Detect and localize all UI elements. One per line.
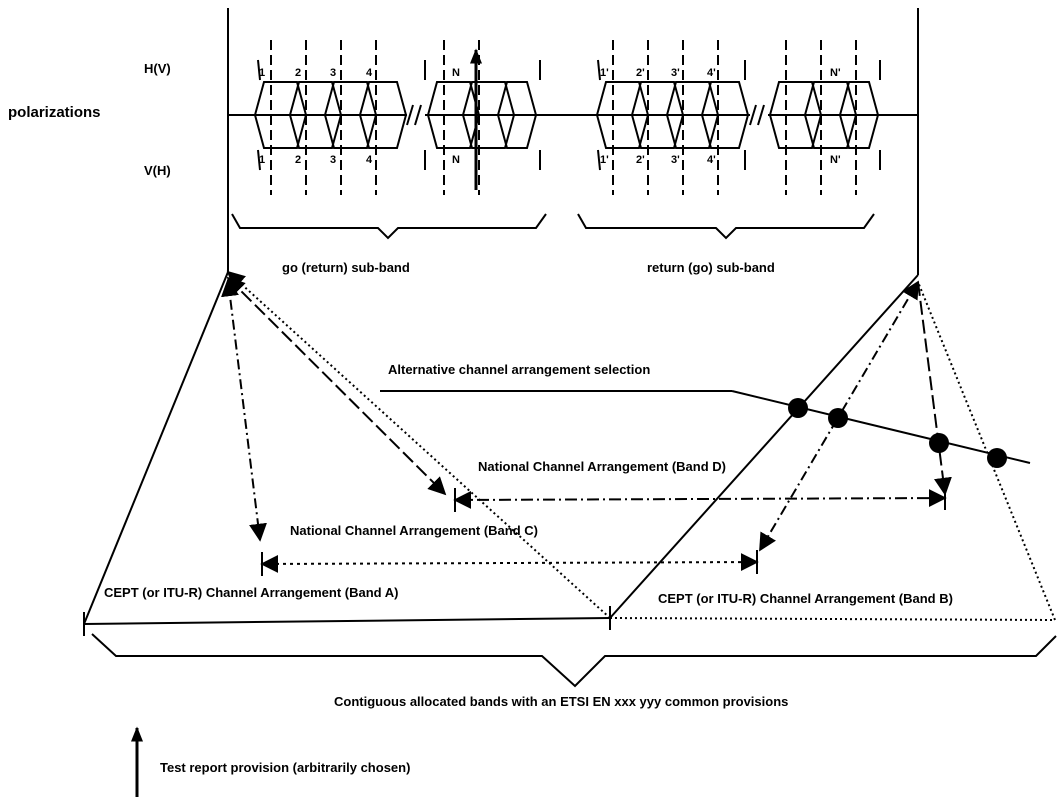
axis-break-mark	[749, 104, 757, 126]
selection-dot	[987, 448, 1007, 468]
channel-label: 3'	[671, 154, 680, 166]
channel-label: 2	[295, 67, 301, 79]
channel-top-ticks	[257, 59, 881, 171]
channel-label: 1'	[600, 67, 609, 79]
channel-label: 2'	[636, 154, 645, 166]
contiguous-bands-brace	[91, 633, 1057, 688]
channel-label: N	[452, 154, 460, 166]
channel-label: 1	[259, 154, 265, 166]
channel-hexagon	[838, 81, 880, 149]
band-d-line	[453, 489, 947, 509]
return-subband-label: return (go) sub-band	[647, 260, 775, 275]
band-b-label: CEPT (or ITU-R) Channel Arrangement (Ban…	[658, 591, 953, 606]
return-subband-brace	[577, 213, 875, 240]
band-a-label: CEPT (or ITU-R) Channel Arrangement (Ban…	[104, 585, 398, 600]
band-d-right-link	[917, 281, 952, 496]
band-d-left-link	[226, 276, 447, 496]
channel-hexagon	[700, 81, 750, 149]
selection-dot	[929, 433, 949, 453]
alternative-selection-line-slope	[731, 390, 1031, 464]
channel-label: 4'	[707, 154, 716, 166]
axis-break-mark	[757, 104, 765, 126]
channel-hexagon	[461, 81, 516, 149]
band-b-dotted-link-right	[917, 281, 1056, 621]
channel-label: 2'	[636, 67, 645, 79]
band-a-to-subband-link	[83, 271, 229, 625]
band-c-line	[260, 553, 759, 573]
band-d-label: National Channel Arrangement (Band D)	[478, 459, 726, 474]
alternative-selection-label: Alternative channel arrangement selectio…	[388, 362, 650, 377]
go-channel-numbers-top: 1 2 3 4 N	[259, 67, 460, 79]
polarization-bottom-label: V(H)	[144, 163, 171, 178]
band-c-label: National Channel Arrangement (Band C)	[290, 523, 538, 538]
channel-label: 1	[259, 67, 265, 79]
band-b-to-subband-link	[609, 274, 919, 619]
channel-label: 4	[366, 154, 373, 166]
band-c-left-link	[221, 278, 267, 542]
channel-label: 2	[295, 154, 301, 166]
selection-dot	[828, 408, 848, 428]
channel-label: 4	[366, 67, 373, 79]
channel-centre-lines	[270, 40, 857, 195]
channel-hexagon	[358, 81, 408, 149]
return-channel-numbers-bottom: 1' 2' 3' 4' N'	[600, 154, 841, 166]
channel-label: N'	[830, 154, 841, 166]
axis-break-mark	[414, 104, 422, 126]
channel-label: 3	[330, 154, 336, 166]
return-channel-numbers-top: 1' 2' 3' 4' N'	[600, 67, 841, 79]
channel-label: 3	[330, 67, 336, 79]
polarizations-label: polarizations	[8, 104, 101, 121]
channel-hexagon	[496, 81, 538, 149]
polarization-top-label: H(V)	[144, 61, 171, 76]
go-subband-label: go (return) sub-band	[282, 260, 410, 275]
go-subband-brace	[231, 213, 547, 240]
band-b-dotted-link-left	[226, 270, 611, 619]
channel-label: 1'	[600, 154, 609, 166]
contiguous-bands-label: Contiguous allocated bands with an ETSI …	[334, 694, 788, 709]
band-b-baseline	[609, 617, 1056, 621]
channel-label: 3'	[671, 67, 680, 79]
channel-label: N'	[830, 67, 841, 79]
selection-dot	[788, 398, 808, 418]
axis-break-mark	[406, 104, 414, 126]
go-channel-numbers-bottom: 1 2 3 4 N	[259, 154, 460, 166]
legend-test-report-label: Test report provision (arbitrarily chose…	[160, 760, 410, 775]
channel-label: 4'	[707, 67, 716, 79]
channel-label: N	[452, 67, 460, 79]
band-a-baseline	[83, 617, 611, 625]
